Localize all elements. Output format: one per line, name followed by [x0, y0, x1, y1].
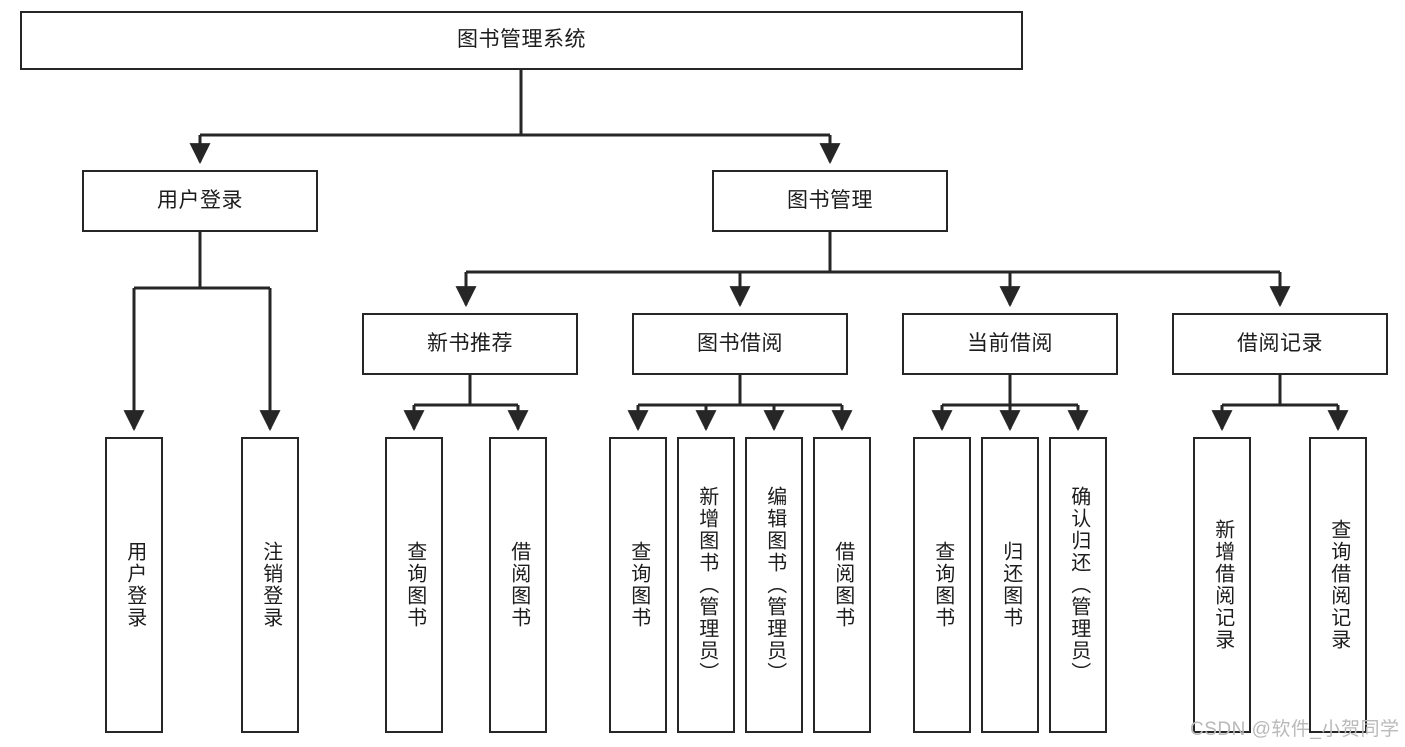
leaf-borrow-record-query-record[interactable]: 查询借阅记录	[1309, 437, 1367, 733]
leaf-user-login-login[interactable]: 用户登录	[105, 437, 163, 733]
leaf-current-borrow-return-book[interactable]: 归还图书	[981, 437, 1039, 733]
leaf-book-borrow-query-book[interactable]: 查询图书	[609, 437, 667, 733]
node-label: 用户登录	[157, 188, 243, 212]
leaf-new-book-query-book[interactable]: 查询图书	[385, 437, 443, 733]
node-label: 查询图书	[627, 541, 650, 629]
node-book-management[interactable]: 图书管理	[712, 170, 948, 232]
node-user-login[interactable]: 用户登录	[82, 170, 318, 232]
node-label: 用户登录	[123, 541, 146, 629]
node-label: 查询图书	[403, 541, 426, 629]
node-label: 借阅记录	[1237, 331, 1323, 355]
node-current-borrow[interactable]: 当前借阅	[902, 313, 1118, 375]
node-label: 图书借阅	[697, 331, 783, 355]
node-label: 注销登录	[259, 541, 282, 629]
node-label: 新增借阅记录	[1211, 519, 1234, 651]
node-label: 图书管理系统	[457, 28, 586, 52]
leaf-user-login-logout[interactable]: 注销登录	[241, 437, 299, 733]
node-book-management-system[interactable]: 图书管理系统	[20, 11, 1023, 70]
node-label: 确认归还（管理员）	[1067, 486, 1090, 684]
node-book-borrow[interactable]: 图书借阅	[632, 313, 848, 375]
node-label: 查询图书	[931, 541, 954, 629]
node-label: 编辑图书（管理员）	[763, 486, 786, 684]
node-label: 当前借阅	[967, 331, 1053, 355]
node-label: 借阅图书	[507, 541, 530, 629]
node-label: 新书推荐	[427, 331, 513, 355]
node-label: 归还图书	[999, 541, 1022, 629]
leaf-new-book-borrow-book[interactable]: 借阅图书	[489, 437, 547, 733]
csdn-watermark: CSDN @软件_小贺同学	[1190, 719, 1400, 740]
leaf-borrow-record-add-record[interactable]: 新增借阅记录	[1193, 437, 1251, 733]
node-label: 查询借阅记录	[1327, 519, 1350, 651]
node-borrow-record[interactable]: 借阅记录	[1172, 313, 1388, 375]
leaf-book-borrow-add-book-admin[interactable]: 新增图书（管理员）	[677, 437, 735, 733]
leaf-current-borrow-confirm-return-admin[interactable]: 确认归还（管理员）	[1049, 437, 1107, 733]
leaf-book-borrow-edit-book-admin[interactable]: 编辑图书（管理员）	[745, 437, 803, 733]
node-label: 新增图书（管理员）	[695, 486, 718, 684]
node-label: 图书管理	[787, 188, 873, 212]
node-label: 借阅图书	[831, 541, 854, 629]
node-new-book-recommend[interactable]: 新书推荐	[362, 313, 578, 375]
leaf-book-borrow-borrow-book[interactable]: 借阅图书	[813, 437, 871, 733]
leaf-current-borrow-query-book[interactable]: 查询图书	[913, 437, 971, 733]
